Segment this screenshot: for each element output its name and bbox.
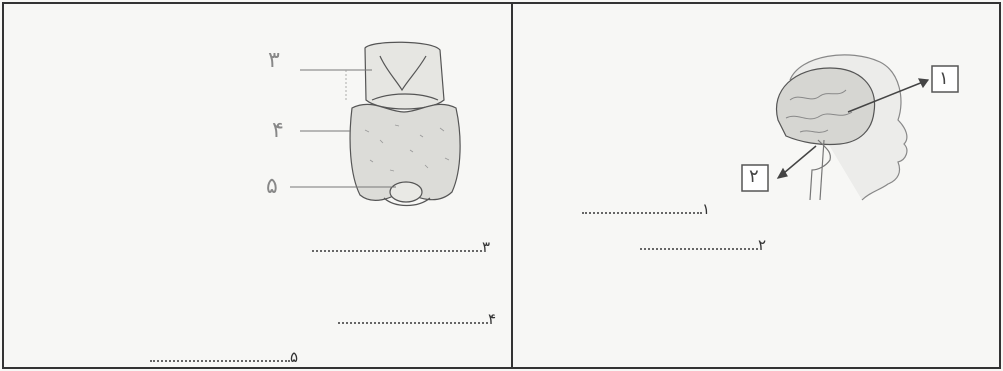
diagram-label-4: ۴	[272, 118, 284, 143]
thyroid-diagram	[290, 42, 460, 205]
diagram-label-1: ۱	[939, 68, 949, 89]
answer-number-1: ۱	[702, 200, 710, 218]
answer-line-4[interactable]: ۴	[338, 310, 496, 328]
diagram-label-3: ۳	[268, 48, 280, 73]
answer-blank-4[interactable]	[338, 312, 488, 324]
answer-number-4: ۴	[488, 310, 496, 328]
answer-line-5[interactable]: ۵	[150, 348, 298, 366]
diagram-label-5: ۵	[266, 174, 278, 199]
answer-blank-2[interactable]	[640, 238, 758, 250]
answer-number-2: ۲	[758, 236, 766, 254]
answer-number-3: ۳	[482, 238, 490, 256]
answer-blank-3[interactable]	[312, 240, 482, 252]
answer-blank-1[interactable]	[582, 202, 702, 214]
answer-blank-5[interactable]	[150, 350, 290, 362]
answer-number-5: ۵	[290, 348, 298, 366]
answer-line-2[interactable]: ۲	[640, 236, 766, 254]
answer-line-3[interactable]: ۳	[312, 238, 490, 256]
brain-diagram	[742, 55, 958, 200]
answer-line-1[interactable]: ۱	[582, 200, 710, 218]
diagram-label-2: ۲	[749, 166, 759, 187]
